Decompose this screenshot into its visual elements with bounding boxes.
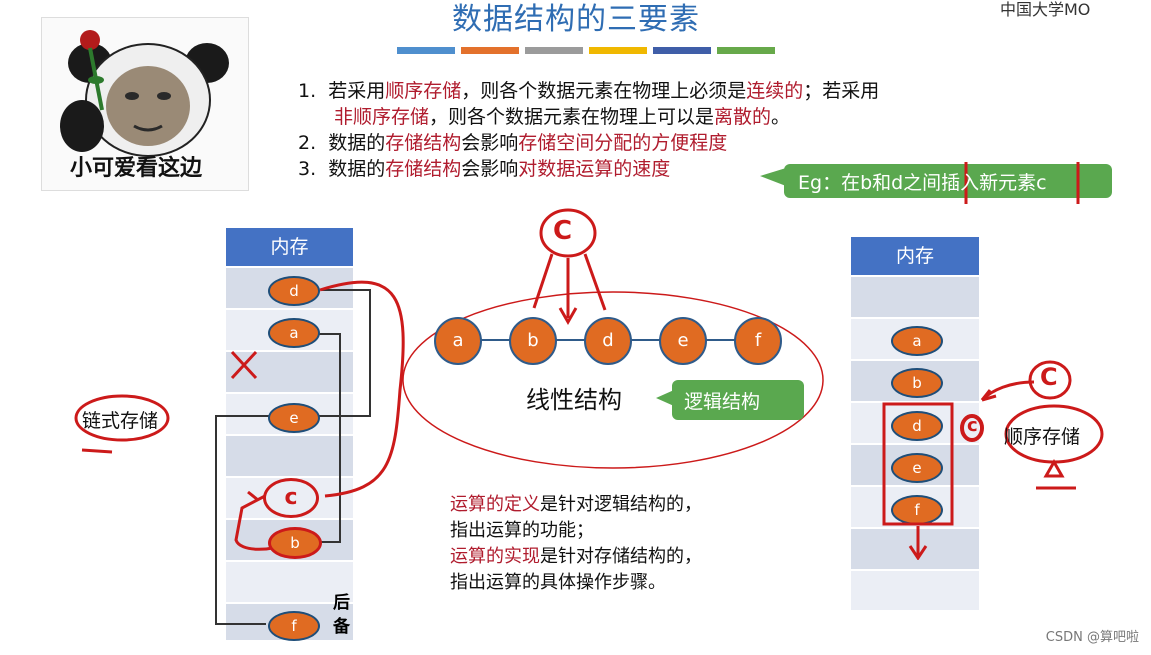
example-callout: Eg：在b和d之间插入新元素c [798, 172, 1047, 194]
example-callout-pointer [760, 162, 1112, 204]
point-text: 会影响 [461, 132, 519, 154]
op-text: 是针对存储结构的， [540, 546, 702, 567]
chain-storage-label: 链式存储 [82, 410, 159, 432]
point-1-line-1: 1. 若采用顺序存储，则各个数据元素在物理上必须是连续的；若采用 [298, 78, 879, 104]
linear-node-e: e [659, 317, 707, 365]
watermark: CSDN @算吧啦 [1045, 630, 1139, 645]
memory-cell [226, 352, 353, 392]
point-highlight: 存储结构 [385, 158, 462, 180]
linear-structure-label: 线性结构 [526, 386, 622, 414]
linear-node-b: b [509, 317, 557, 365]
course-logo: 中国大学MO [1000, 0, 1091, 19]
operations-text: 运算的定义是针对逻辑结构的， 指出运算的功能； 运算的实现是针对存储结构的， 指… [450, 492, 702, 596]
left-node-a: a [268, 318, 320, 348]
op-highlight: 运算的定义 [450, 494, 540, 515]
op-text: 是针对逻辑结构的， [540, 494, 702, 515]
linear-node-f: f [734, 317, 782, 365]
point-text: ；若采用 [803, 80, 880, 102]
right-node-d: d [891, 411, 943, 441]
color-bar [589, 47, 647, 54]
color-bar [461, 47, 519, 54]
point-3: 3. 数据的存储结构会影响对数据运算的速度 [298, 156, 879, 182]
point-text: 若采用 [328, 80, 386, 102]
panda-meme-icon [60, 30, 229, 157]
sequential-storage-label: 顺序存储 [1004, 426, 1081, 448]
point-highlight: 离散的 [714, 106, 772, 128]
point-text: ，则各个数据元素在物理上可以是 [429, 106, 715, 128]
right-node-e: e [891, 453, 943, 483]
color-bar [653, 47, 711, 54]
page-title: 数据结构的三要素 [452, 2, 700, 37]
memory-cell [226, 436, 353, 476]
point-text: 会影响 [461, 158, 519, 180]
memory-cell [851, 571, 979, 610]
right-memory-cells [851, 277, 979, 610]
insert-c-label: C [553, 216, 573, 246]
op-text: 指出运算的具体操作步骤。 [450, 572, 666, 593]
linear-node-a: a [434, 317, 482, 365]
point-number: 1. [298, 80, 317, 102]
delete-cross: × [232, 346, 233, 347]
point-number: 3. [298, 158, 317, 180]
right-insert-c-small: c [967, 415, 978, 436]
left-memory-title: 内存 [226, 228, 353, 266]
point-number: 2. [298, 132, 317, 154]
meme-caption: 小可爱看这边 [70, 156, 203, 181]
color-bar [525, 47, 583, 54]
memory-cell [226, 562, 353, 602]
left-node-f: f [268, 611, 320, 641]
fragment-text: 后 [333, 593, 350, 613]
logic-structure-callout: 逻辑结构 [684, 391, 761, 413]
right-node-a: a [891, 326, 943, 356]
point-highlight: 对数据运算的速度 [518, 158, 671, 180]
right-memory-title: 内存 [851, 237, 979, 275]
chain-storage-circle [74, 394, 170, 454]
left-node-c-handwritten: c [263, 478, 319, 518]
blur-mask [360, 590, 730, 626]
point-text: 数据的 [328, 132, 386, 154]
left-links-svg [215, 280, 405, 625]
point-highlight: 非顺序存储 [334, 106, 430, 128]
point-highlight: 连续的 [746, 80, 804, 102]
points-list: 1. 若采用顺序存储，则各个数据元素在物理上必须是连续的；若采用 非顺序存储，则… [298, 78, 879, 182]
right-node-b: b [891, 368, 943, 398]
left-node-b: b [268, 527, 322, 559]
point-highlight: 存储空间分配的方便程度 [518, 132, 728, 154]
point-text: 数据的 [328, 158, 386, 180]
op-highlight: 运算的实现 [450, 546, 540, 567]
memory-cell [851, 529, 979, 569]
point-text: 。 [771, 106, 791, 128]
logic-callout-shape [656, 380, 804, 420]
meme-image [41, 17, 249, 191]
point-text: ，则各个数据元素在物理上必须是 [461, 80, 747, 102]
left-node-d: d [268, 276, 320, 306]
point-2: 2. 数据的存储结构会影响存储空间分配的方便程度 [298, 130, 879, 156]
op-text: 指出运算的功能； [450, 520, 594, 541]
fragment-text: 备 [333, 617, 350, 637]
color-bar [717, 47, 775, 54]
color-bars [397, 47, 775, 54]
right-insert-c-label: C [1040, 363, 1058, 391]
left-node-e: e [268, 403, 320, 433]
point-highlight: 顺序存储 [385, 80, 462, 102]
right-annotations-svg [882, 360, 1104, 560]
memory-cell [851, 277, 979, 317]
linear-node-d: d [584, 317, 632, 365]
point-1-line-2: 非顺序存储，则各个数据元素在物理上可以是离散的。 [298, 104, 879, 130]
point-highlight: 存储结构 [385, 132, 462, 154]
color-bar [397, 47, 455, 54]
